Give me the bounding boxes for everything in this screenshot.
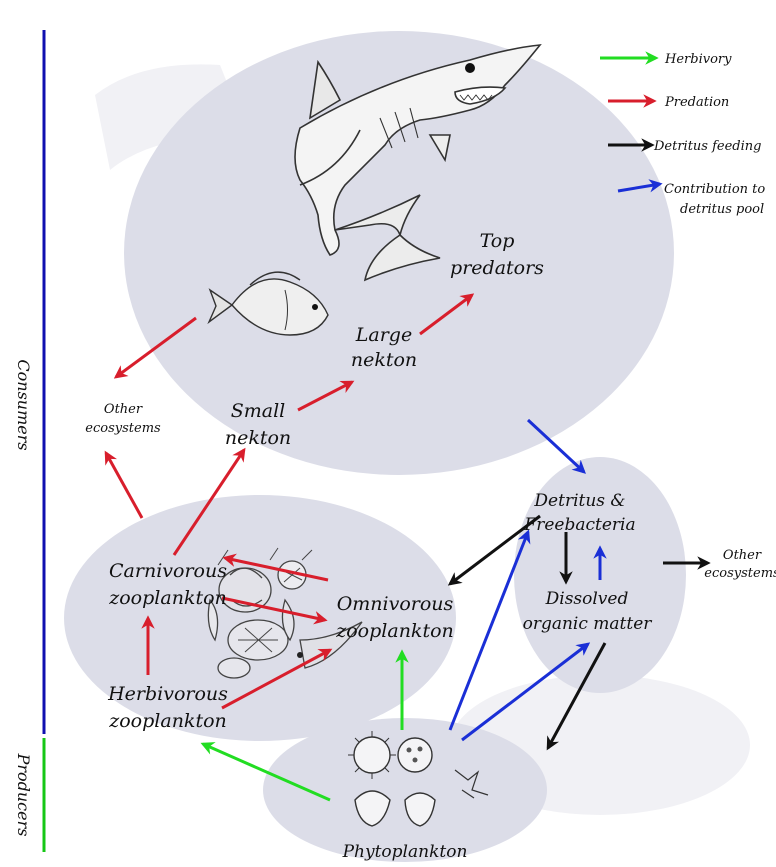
legend-contribution-label-line2: detritus pool xyxy=(680,202,764,217)
legend-contribution-label-line1: Contribution to xyxy=(664,182,765,197)
node-top-predators-line1: Top xyxy=(480,230,515,252)
legend-detritus-feeding-label: Detritus feeding xyxy=(653,139,762,154)
node-other-ecosystems-right-line1: Other xyxy=(723,548,762,563)
arrow-predation-carnivorous-to-other xyxy=(106,453,142,518)
node-detritus-line1: Detritus & xyxy=(533,491,625,511)
node-omnivorous-line1: Omnivorous xyxy=(337,593,454,615)
node-detritus-line2: Freebacteria xyxy=(523,515,635,535)
node-carnivorous-line1: Carnivorous xyxy=(109,560,227,582)
node-carnivorous-line2: zooplankton xyxy=(108,587,227,609)
node-large-nekton-line2: nekton xyxy=(351,349,417,371)
node-dissolved-line2: organic matter xyxy=(523,614,653,634)
node-phytoplankton: Phytoplankton xyxy=(342,842,468,862)
node-dissolved-line1: Dissolved xyxy=(545,589,629,609)
node-other-ecosystems-left-line2: ecosystems xyxy=(85,421,161,436)
node-top-predators-line2: predators xyxy=(450,257,544,279)
node-omnivorous-line2: zooplankton xyxy=(335,620,454,642)
node-herbivorous-line1: Herbivorous xyxy=(107,683,228,705)
producers-axis-label: Producers xyxy=(14,753,33,837)
node-large-nekton-line1: Large xyxy=(355,324,412,346)
consumers-axis-label: Consumers xyxy=(14,359,33,450)
node-small-nekton-line1: Small xyxy=(231,400,286,422)
node-other-ecosystems-left-line1: Other xyxy=(104,402,143,417)
legend-herbivory-label: Herbivory xyxy=(664,52,732,67)
node-other-ecosystems-right-line2: ecosystems xyxy=(704,566,776,581)
node-small-nekton-line2: nekton xyxy=(225,427,291,449)
node-herbivorous-line2: zooplankton xyxy=(108,710,227,732)
legend-predation-label: Predation xyxy=(664,95,729,110)
